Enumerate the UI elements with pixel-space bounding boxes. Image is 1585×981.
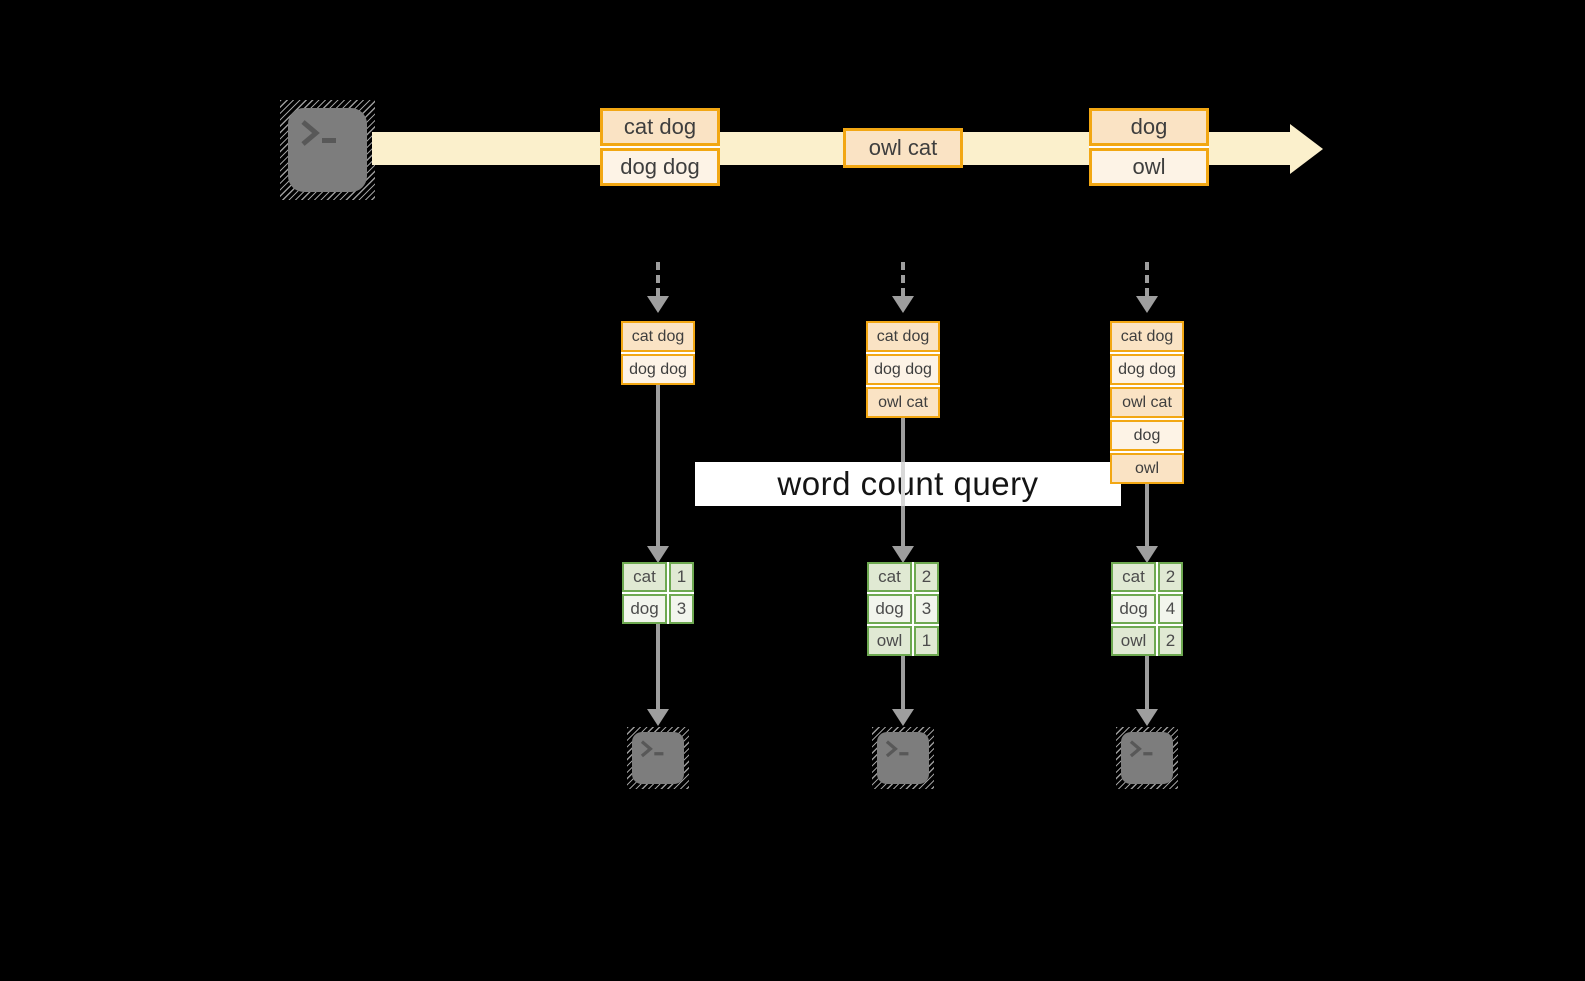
- trigger-arrow-line: [1145, 262, 1149, 296]
- word-cell: dog: [622, 594, 667, 624]
- terminal-icon-body: [877, 732, 929, 784]
- stream-record: dog: [1089, 108, 1209, 146]
- query-arrow-head-icon: [647, 546, 669, 563]
- stream-record: cat dog: [600, 108, 720, 146]
- word-count-table-1: cat 1 dog 3: [622, 562, 694, 624]
- word-cell: owl: [1111, 626, 1156, 656]
- stream-event-3: dog owl: [1089, 108, 1209, 186]
- count-cell: 2: [914, 562, 939, 592]
- sink-terminal-icon: [1116, 727, 1178, 789]
- batch-record: cat dog: [866, 321, 940, 352]
- word-cell: dog: [867, 594, 912, 624]
- query-arrow-head-icon: [892, 546, 914, 563]
- count-cell: 1: [669, 562, 694, 592]
- word-count-table-2: cat 2 dog 3 owl 1: [867, 562, 939, 656]
- query-banner-label: word count query: [777, 465, 1039, 502]
- count-cell: 4: [1158, 594, 1183, 624]
- sink-arrow-head-icon: [892, 709, 914, 726]
- word-cell: dog: [1111, 594, 1156, 624]
- stream-event-1: cat dog dog dog: [600, 108, 720, 186]
- batch-record: dog: [1110, 420, 1184, 451]
- terminal-icon-body: [632, 732, 684, 784]
- trigger-arrow-line: [901, 262, 905, 296]
- micro-batch-2: cat dog dog dog owl cat: [866, 321, 940, 418]
- stream-record: owl: [1089, 148, 1209, 186]
- batch-record: owl: [1110, 453, 1184, 484]
- source-terminal-icon: [280, 100, 375, 200]
- stream-arrow-head-icon: [1290, 124, 1323, 174]
- query-arrow-head-icon: [1136, 546, 1158, 563]
- query-arrow-line: [1145, 484, 1149, 546]
- count-cell: 1: [914, 626, 939, 656]
- terminal-prompt-icon: [640, 740, 664, 758]
- terminal-prompt-icon: [885, 740, 909, 758]
- batch-record: dog dog: [1110, 354, 1184, 385]
- batch-record: owl cat: [866, 387, 940, 418]
- query-banner: word count query: [695, 462, 1121, 506]
- sink-arrow-line: [1145, 656, 1149, 709]
- stream-event-2: owl cat: [843, 128, 963, 168]
- count-cell: 3: [914, 594, 939, 624]
- count-cell: 3: [669, 594, 694, 624]
- terminal-prompt-icon: [1129, 740, 1153, 758]
- batch-record: dog dog: [866, 354, 940, 385]
- batch-record: cat dog: [621, 321, 695, 352]
- trigger-arrow-head-icon: [1136, 296, 1158, 313]
- micro-batch-1: cat dog dog dog: [621, 321, 695, 385]
- terminal-icon-body: [288, 108, 367, 192]
- trigger-arrow-head-icon: [647, 296, 669, 313]
- batch-record: owl cat: [1110, 387, 1184, 418]
- sink-arrow-line: [901, 656, 905, 709]
- word-cell: owl: [867, 626, 912, 656]
- terminal-prompt-icon: [301, 120, 336, 146]
- batch-record: dog dog: [621, 354, 695, 385]
- word-cell: cat: [622, 562, 667, 592]
- stream-record: owl cat: [843, 128, 963, 168]
- count-cell: 2: [1158, 562, 1183, 592]
- terminal-icon-body: [1121, 732, 1173, 784]
- count-cell: 2: [1158, 626, 1183, 656]
- sink-terminal-icon: [627, 727, 689, 789]
- batch-record: cat dog: [1110, 321, 1184, 352]
- word-cell: cat: [1111, 562, 1156, 592]
- sink-arrow-head-icon: [1136, 709, 1158, 726]
- sink-terminal-icon: [872, 727, 934, 789]
- micro-batch-3: cat dog dog dog owl cat dog owl: [1110, 321, 1184, 484]
- stream-record: dog dog: [600, 148, 720, 186]
- query-arrow-line: [656, 385, 660, 546]
- sink-arrow-line: [656, 624, 660, 709]
- word-count-table-3: cat 2 dog 4 owl 2: [1111, 562, 1183, 656]
- sink-arrow-head-icon: [647, 709, 669, 726]
- word-cell: cat: [867, 562, 912, 592]
- trigger-arrow-head-icon: [892, 296, 914, 313]
- trigger-arrow-line: [656, 262, 660, 296]
- arrow-through-banner: [901, 462, 905, 506]
